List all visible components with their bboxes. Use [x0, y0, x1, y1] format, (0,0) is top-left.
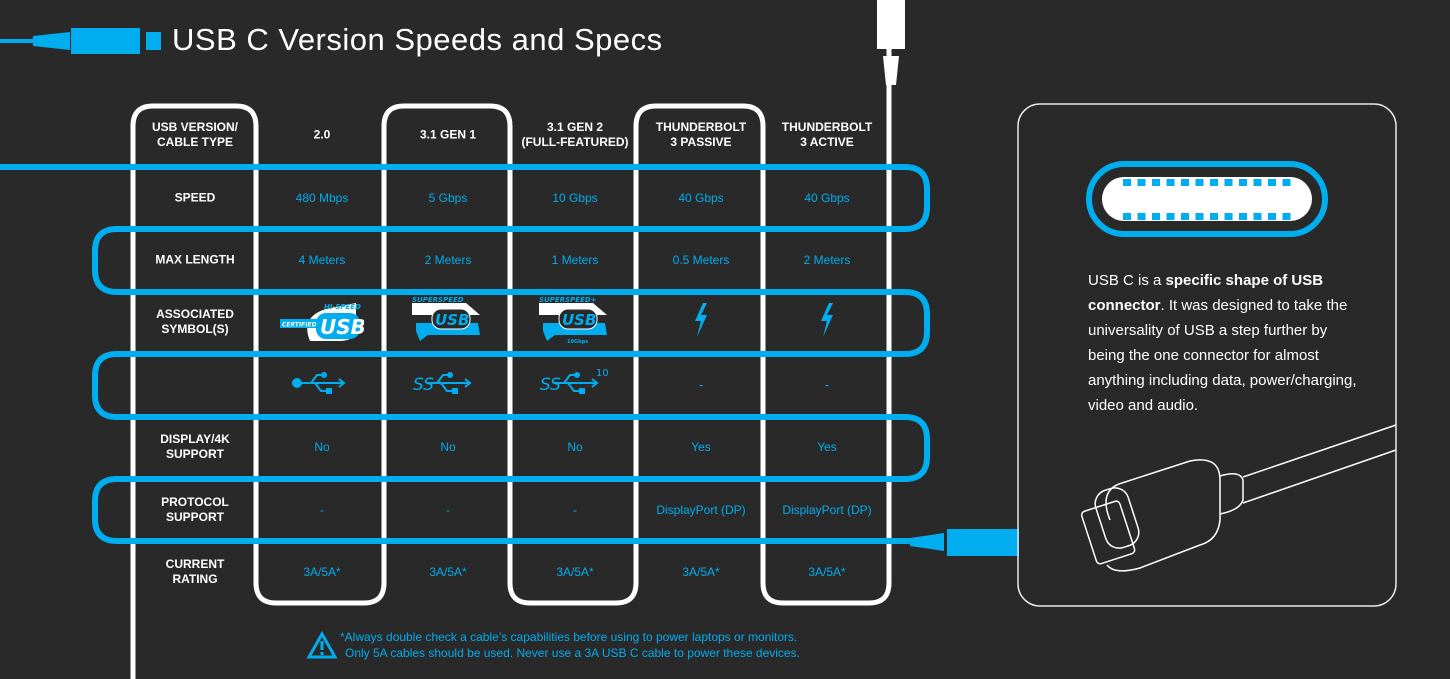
pin: [1224, 179, 1233, 186]
table-cell: 0.5 Meters: [672, 253, 730, 267]
table-cell: 3A/5A*: [682, 565, 720, 579]
thunderbolt-icon: [693, 303, 709, 341]
usb-superspeed-plus-10gbps-logo: SUPERSPEED+ USB 10Gbps: [535, 295, 615, 349]
row-label: CURRENT RATING: [165, 557, 225, 586]
svg-text:HI-SPEED: HI-SPEED: [324, 303, 361, 311]
table-cell: -: [446, 503, 450, 517]
column-header: 3.1 GEN 2 (FULL-FEATURED): [521, 120, 629, 149]
row-label: MAX LENGTH: [155, 252, 235, 267]
table-cell: 2 Meters: [424, 253, 472, 267]
table-cell: 2 Meters: [803, 253, 851, 267]
table-cell: No: [567, 440, 583, 454]
usb-plug-icon: [0, 28, 161, 54]
row-label: PROTOCOL SUPPORT: [161, 495, 229, 524]
row-label: ASSOCIATED SYMBOL(S): [156, 307, 234, 336]
usb-c-description: USB C is a specific shape of USB connect…: [1088, 268, 1358, 418]
info-panel: [1017, 103, 1397, 607]
footnote-line-2: Only 5A cables should be used. Never use…: [345, 646, 800, 660]
pin: [1195, 179, 1204, 186]
svg-text:SS: SS: [540, 375, 561, 395]
table-cell: 3A/5A*: [303, 565, 341, 579]
column-header: THUNDERBOLT 3 ACTIVE: [781, 120, 873, 149]
usb-c-cable-illustration: [1080, 424, 1397, 572]
table-cell: 3A/5A*: [808, 565, 846, 579]
white-plug-icon: [877, 0, 905, 85]
blue-cable-line: [0, 164, 930, 544]
desc-text-2: . It was designed to take the universali…: [1088, 297, 1357, 414]
pin: [1210, 179, 1218, 186]
table-cell: 3A/5A*: [429, 565, 467, 579]
column-header: 3.1 GEN 1: [419, 127, 477, 142]
svg-text:SUPERSPEED: SUPERSPEED: [412, 296, 464, 304]
blue-plug-icon: [910, 529, 1019, 556]
table-cell: Yes: [817, 440, 837, 454]
desc-text-1: USB C is a: [1088, 272, 1166, 289]
desc-bold: specific shape of USB connector: [1088, 272, 1324, 314]
table-cell: 40 Gbps: [678, 191, 724, 205]
dash: -: [698, 378, 704, 392]
table-cell: DisplayPort (DP): [782, 503, 872, 517]
pin: [1152, 213, 1160, 220]
pin: [1152, 179, 1160, 186]
pin: [1224, 213, 1233, 220]
pin: [1239, 213, 1247, 220]
table-cell: 480 Mbps: [295, 191, 349, 205]
pin: [1181, 213, 1189, 220]
dash: -: [824, 378, 830, 392]
table-cell: 10 Gbps: [552, 191, 598, 205]
svg-text:CERTIFIED: CERTIFIED: [282, 322, 317, 329]
warning-triangle-icon: [306, 630, 338, 659]
column-header: 2.0: [313, 127, 331, 142]
table-cell: 3A/5A*: [556, 565, 594, 579]
svg-text:10: 10: [596, 368, 609, 379]
table-cell: 1 Meters: [551, 253, 599, 267]
pin: [1123, 213, 1131, 220]
pin: [1268, 179, 1276, 186]
ss-usb-trident-10-icon: SS 10: [540, 366, 610, 404]
pin: [1181, 179, 1189, 186]
svg-text:10Gbps: 10Gbps: [567, 339, 588, 345]
usb-c-port-icon: [1086, 161, 1328, 237]
page-title: USB C Version Speeds and Specs: [172, 22, 663, 57]
row-label: SPEED: [174, 190, 216, 205]
pin: [1239, 179, 1247, 186]
table-cell: -: [573, 503, 577, 517]
thunderbolt-icon: [819, 303, 835, 341]
pin: [1282, 179, 1291, 186]
ss-usb-trident-icon: SS: [413, 366, 483, 404]
svg-text:SS: SS: [413, 375, 434, 395]
pin: [1210, 213, 1218, 220]
table-cell: 5 Gbps: [428, 191, 468, 205]
pin: [1195, 213, 1204, 220]
svg-text:USB: USB: [320, 315, 364, 339]
svg-text:USB: USB: [435, 311, 469, 329]
table-cell: No: [314, 440, 330, 454]
column-header: THUNDERBOLT 3 PASSIVE: [655, 120, 747, 149]
pin: [1268, 213, 1276, 220]
pin: [1166, 179, 1175, 186]
footnote: *Always double check a cable’s capabilit…: [340, 629, 800, 661]
usb-trident-icon: [287, 366, 357, 404]
pin: [1253, 213, 1262, 220]
pin: [1166, 213, 1175, 220]
pin: [1253, 179, 1262, 186]
svg-text:USB: USB: [562, 311, 596, 329]
pin: [1282, 213, 1291, 220]
pin: [1137, 179, 1146, 186]
corner-header: USB VERSION/ CABLE TYPE: [151, 120, 238, 149]
table-cell: No: [440, 440, 456, 454]
footnote-line-1: *Always double check a cable’s capabilit…: [340, 630, 798, 644]
table-cell: Yes: [691, 440, 711, 454]
pin: [1123, 179, 1131, 186]
row-label: DISPLAY/4K SUPPORT: [160, 432, 230, 461]
usb-hi-speed-certified-logo: CERTIFIED HI-SPEED USB: [280, 297, 366, 347]
svg-text:SUPERSPEED+: SUPERSPEED+: [539, 296, 597, 304]
usb-superspeed-certified-logo: SUPERSPEED USB: [408, 295, 488, 349]
pin: [1137, 213, 1146, 220]
table-cell: 40 Gbps: [804, 191, 850, 205]
table-cell: -: [320, 503, 324, 517]
table-cell: DisplayPort (DP): [656, 503, 746, 517]
table-cell: 4 Meters: [298, 253, 346, 267]
